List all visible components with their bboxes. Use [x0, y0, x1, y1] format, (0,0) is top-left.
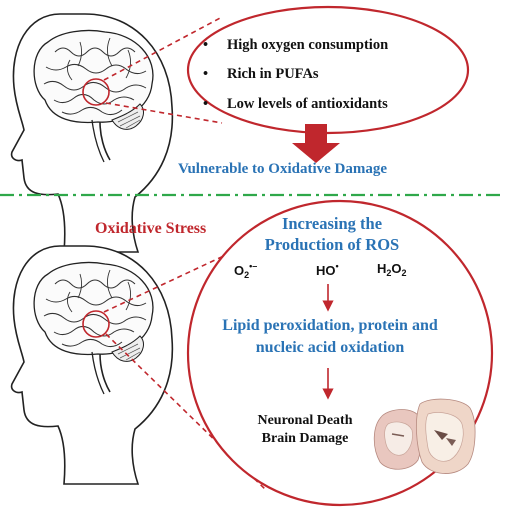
trait-item: High oxygen consumption: [203, 37, 388, 54]
top-focus-marker: [82, 78, 110, 106]
neuronal-death-line: Neuronal Death: [257, 413, 353, 428]
trait-item: Low levels of antioxidants: [203, 96, 388, 113]
lipid-peroxidation-line1: Lipid peroxidation, protein and: [222, 317, 438, 334]
lipid-peroxidation-line2: nucleic acid oxidation: [255, 339, 405, 356]
bottom-focus-marker: [82, 310, 110, 338]
oxidative-stress-label: Oxidative Stress: [95, 220, 207, 237]
top-connector-upper: [103, 16, 223, 81]
top-connector-lower: [105, 102, 223, 124]
hydroxyl-formula: HO•: [316, 261, 339, 278]
hydrogen-peroxide-formula: H2O2: [377, 261, 407, 278]
head-top-icon: [10, 13, 174, 253]
head-bottom-icon: [10, 245, 174, 485]
ros-production-line1: Increasing the: [281, 214, 383, 233]
bottom-connector-lower: [105, 333, 267, 491]
brain-damage-line: Brain Damage: [261, 431, 349, 446]
vulnerability-conclusion: Vulnerable to Oxidative Damage: [178, 161, 388, 177]
trait-item: Rich in PUFAs: [203, 66, 318, 83]
down-arrow: [292, 124, 340, 163]
ros-production-line2: Production of ROS: [264, 235, 400, 254]
superoxide-formula: O2•–: [234, 261, 258, 280]
